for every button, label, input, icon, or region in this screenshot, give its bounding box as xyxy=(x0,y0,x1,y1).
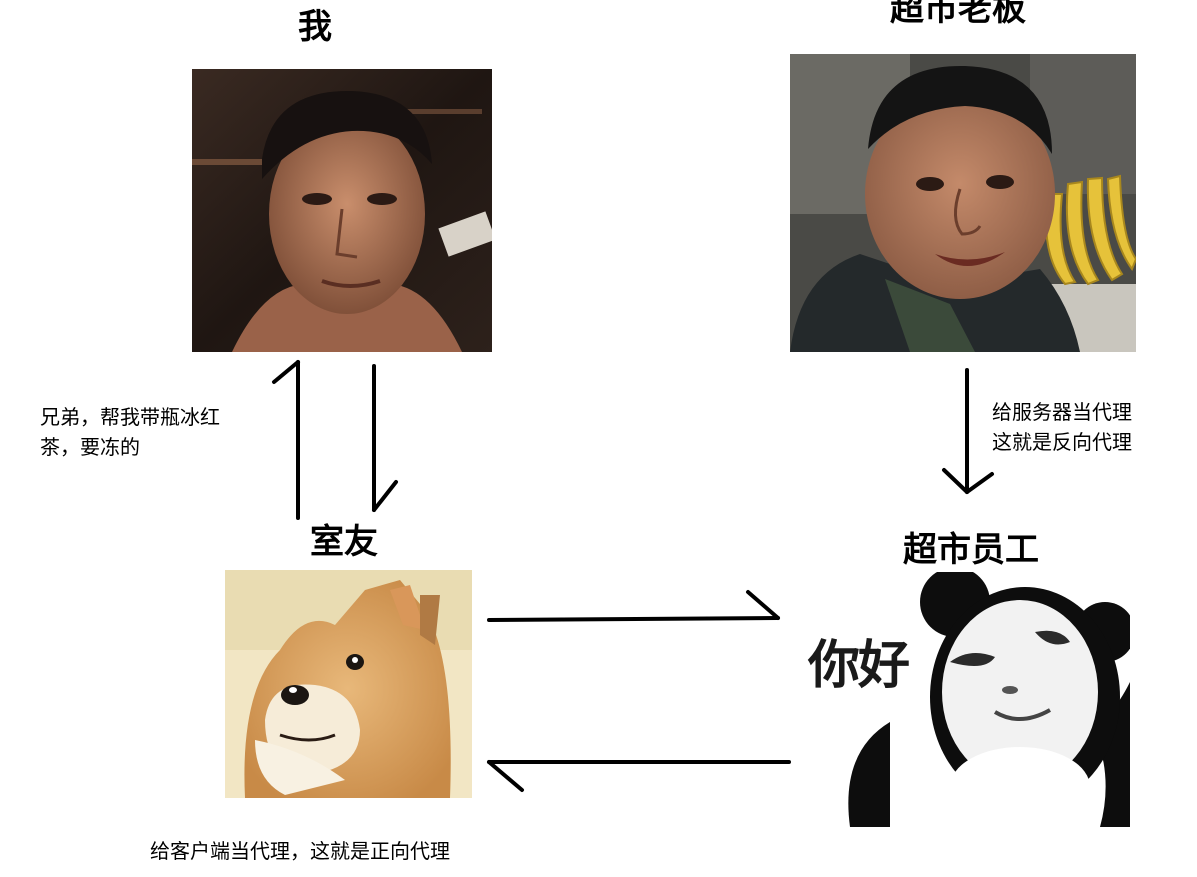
label-boss: 超市老板 xyxy=(890,0,1026,29)
note-reverse-line1: 给服务器当代理 xyxy=(992,400,1132,424)
note-forward-proxy: 给客户端当代理，这就是正向代理 xyxy=(150,839,450,863)
clerk-image-text: 你好 xyxy=(808,636,910,696)
note-request-line1: 兄弟，帮我带瓶冰红 xyxy=(40,405,220,429)
label-me: 我 xyxy=(298,7,332,47)
photo-boss xyxy=(790,54,1136,352)
photo-me xyxy=(192,69,492,352)
note-request-line2: 茶，要冻的 xyxy=(40,435,140,459)
arrow-clerk-to-roommate xyxy=(487,760,791,792)
note-reverse-line2: 这就是反向代理 xyxy=(992,430,1132,454)
arrow-roommate-to-clerk xyxy=(487,590,780,622)
photo-roommate xyxy=(225,570,472,798)
arrow-roommate-to-me xyxy=(272,360,300,520)
label-clerk: 超市员工 xyxy=(903,530,1039,570)
arrow-me-to-roommate xyxy=(372,364,398,512)
note-request: 兄弟，帮我带瓶冰红 茶，要冻的 xyxy=(40,402,220,462)
photo-clerk: 你好 xyxy=(770,572,1130,827)
note-reverse-proxy: 给服务器当代理 这就是反向代理 xyxy=(992,397,1132,457)
arrow-boss-to-clerk xyxy=(942,368,994,494)
label-roommate: 室友 xyxy=(310,522,378,562)
